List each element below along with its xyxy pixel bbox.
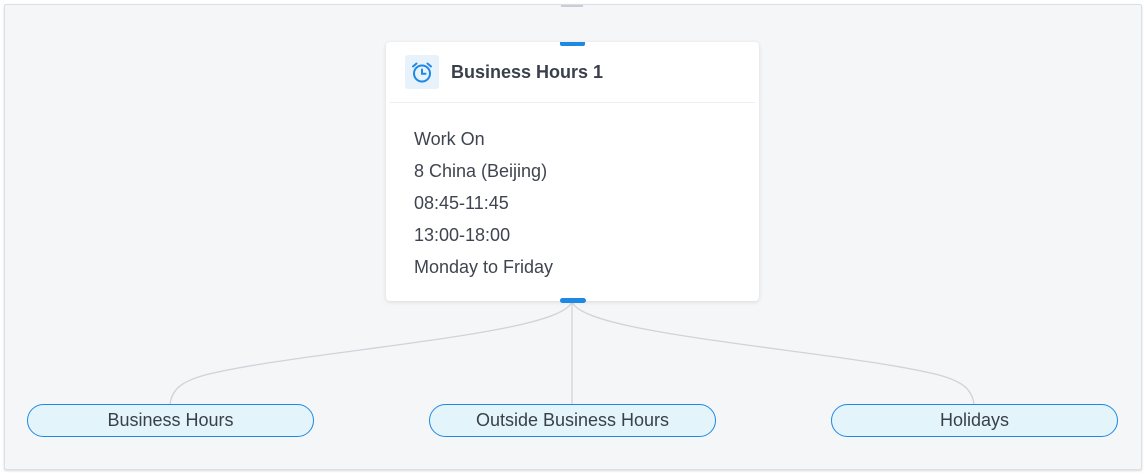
output-handle[interactable] (560, 298, 586, 303)
alarm-clock-icon (405, 55, 439, 89)
node-details: Work On 8 China (Beijing) 08:45-11:45 13… (386, 103, 759, 283)
business-hours-node[interactable]: Business Hours 1 Work On 8 China (Beijin… (386, 42, 759, 303)
connector-holidays (571, 300, 975, 405)
time-range-afternoon: 13:00-18:00 (414, 225, 511, 245)
work-status: Work On (414, 129, 485, 149)
branch-business-hours[interactable]: Business Hours (27, 404, 314, 437)
incoming-connector-stub (561, 5, 583, 7)
timezone: 8 China (Beijing) (414, 161, 548, 181)
node-title: Business Hours 1 (451, 61, 604, 82)
branch-holidays[interactable]: Holidays (831, 404, 1118, 437)
node-header: Business Hours 1 (390, 42, 755, 103)
time-range-morning: 08:45-11:45 (414, 193, 509, 213)
connector-business-hours (169, 300, 573, 405)
days-of-week: Monday to Friday (414, 257, 554, 277)
input-handle[interactable] (560, 42, 585, 46)
branch-outside-business-hours[interactable]: Outside Business Hours (429, 404, 716, 437)
branch-connectors (169, 300, 975, 405)
flow-canvas[interactable]: Business Hours 1 Work On 8 China (Beijin… (4, 4, 1142, 470)
